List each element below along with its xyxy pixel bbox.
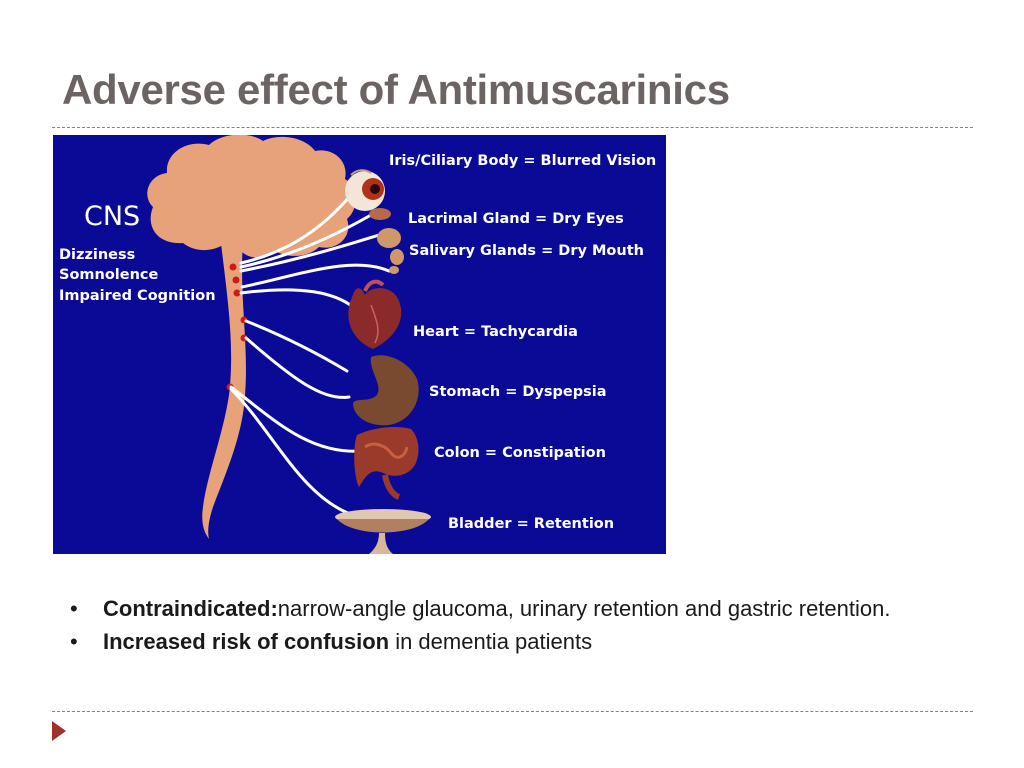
slide-title: Adverse effect of Antimuscarinics	[62, 66, 730, 113]
bullet-list: • Contraindicated:narrow-angle glaucoma, …	[70, 592, 950, 658]
cns-label: CNS	[84, 201, 140, 232]
colon-icon	[354, 427, 419, 500]
label-salivary: Salivary Glands = Dry Mouth	[409, 243, 644, 259]
antimuscarinic-diagram: CNS Dizziness Somnolence Impaired Cognit…	[53, 135, 666, 554]
bullet-text-contraindicated: narrow-angle glaucoma, urinary retention…	[277, 596, 891, 621]
label-bladder: Bladder = Retention	[448, 516, 614, 532]
nerve-lines	[229, 193, 391, 517]
label-colon: Colon = Constipation	[434, 445, 606, 461]
bottom-divider	[52, 711, 973, 712]
cns-effect-dizziness: Dizziness	[59, 247, 135, 263]
heart-icon	[348, 279, 402, 349]
bladder-icon	[335, 509, 431, 554]
label-stomach: Stomach = Dyspepsia	[429, 384, 607, 400]
label-heart: Heart = Tachycardia	[413, 324, 578, 340]
cns-effect-somnolence: Somnolence	[59, 267, 159, 283]
bullet-dot-icon: •	[70, 596, 78, 621]
salivary-glands-icon	[377, 228, 404, 274]
bullet-bold-contraindicated: Contraindicated:	[103, 596, 278, 621]
bullet-bold-confusion: Increased risk of confusion	[103, 629, 390, 654]
ganglion-dots	[226, 263, 248, 391]
triangle-right-icon[interactable]	[52, 721, 66, 741]
brain-shape	[147, 135, 356, 258]
label-lacrimal: Lacrimal Gland = Dry Eyes	[408, 211, 624, 227]
stomach-icon	[353, 355, 419, 426]
lacrimal-gland-icon	[369, 208, 391, 220]
diagram-canvas: CNS Dizziness Somnolence Impaired Cognit…	[59, 135, 656, 554]
bullet-text-confusion: in dementia patients	[389, 629, 593, 654]
label-eye: Iris/Ciliary Body = Blurred Vision	[389, 153, 656, 169]
bullet-item-confusion-risk: • Increased risk of confusion in dementia…	[70, 625, 950, 658]
spinal-cord-shape	[202, 243, 246, 539]
bullet-dot-icon: •	[70, 629, 78, 654]
eye-icon	[345, 169, 385, 211]
cns-effect-impaired-cognition: Impaired Cognition	[59, 288, 216, 304]
top-divider	[52, 127, 973, 128]
bullet-item-contraindications: • Contraindicated:narrow-angle glaucoma, …	[70, 592, 950, 625]
